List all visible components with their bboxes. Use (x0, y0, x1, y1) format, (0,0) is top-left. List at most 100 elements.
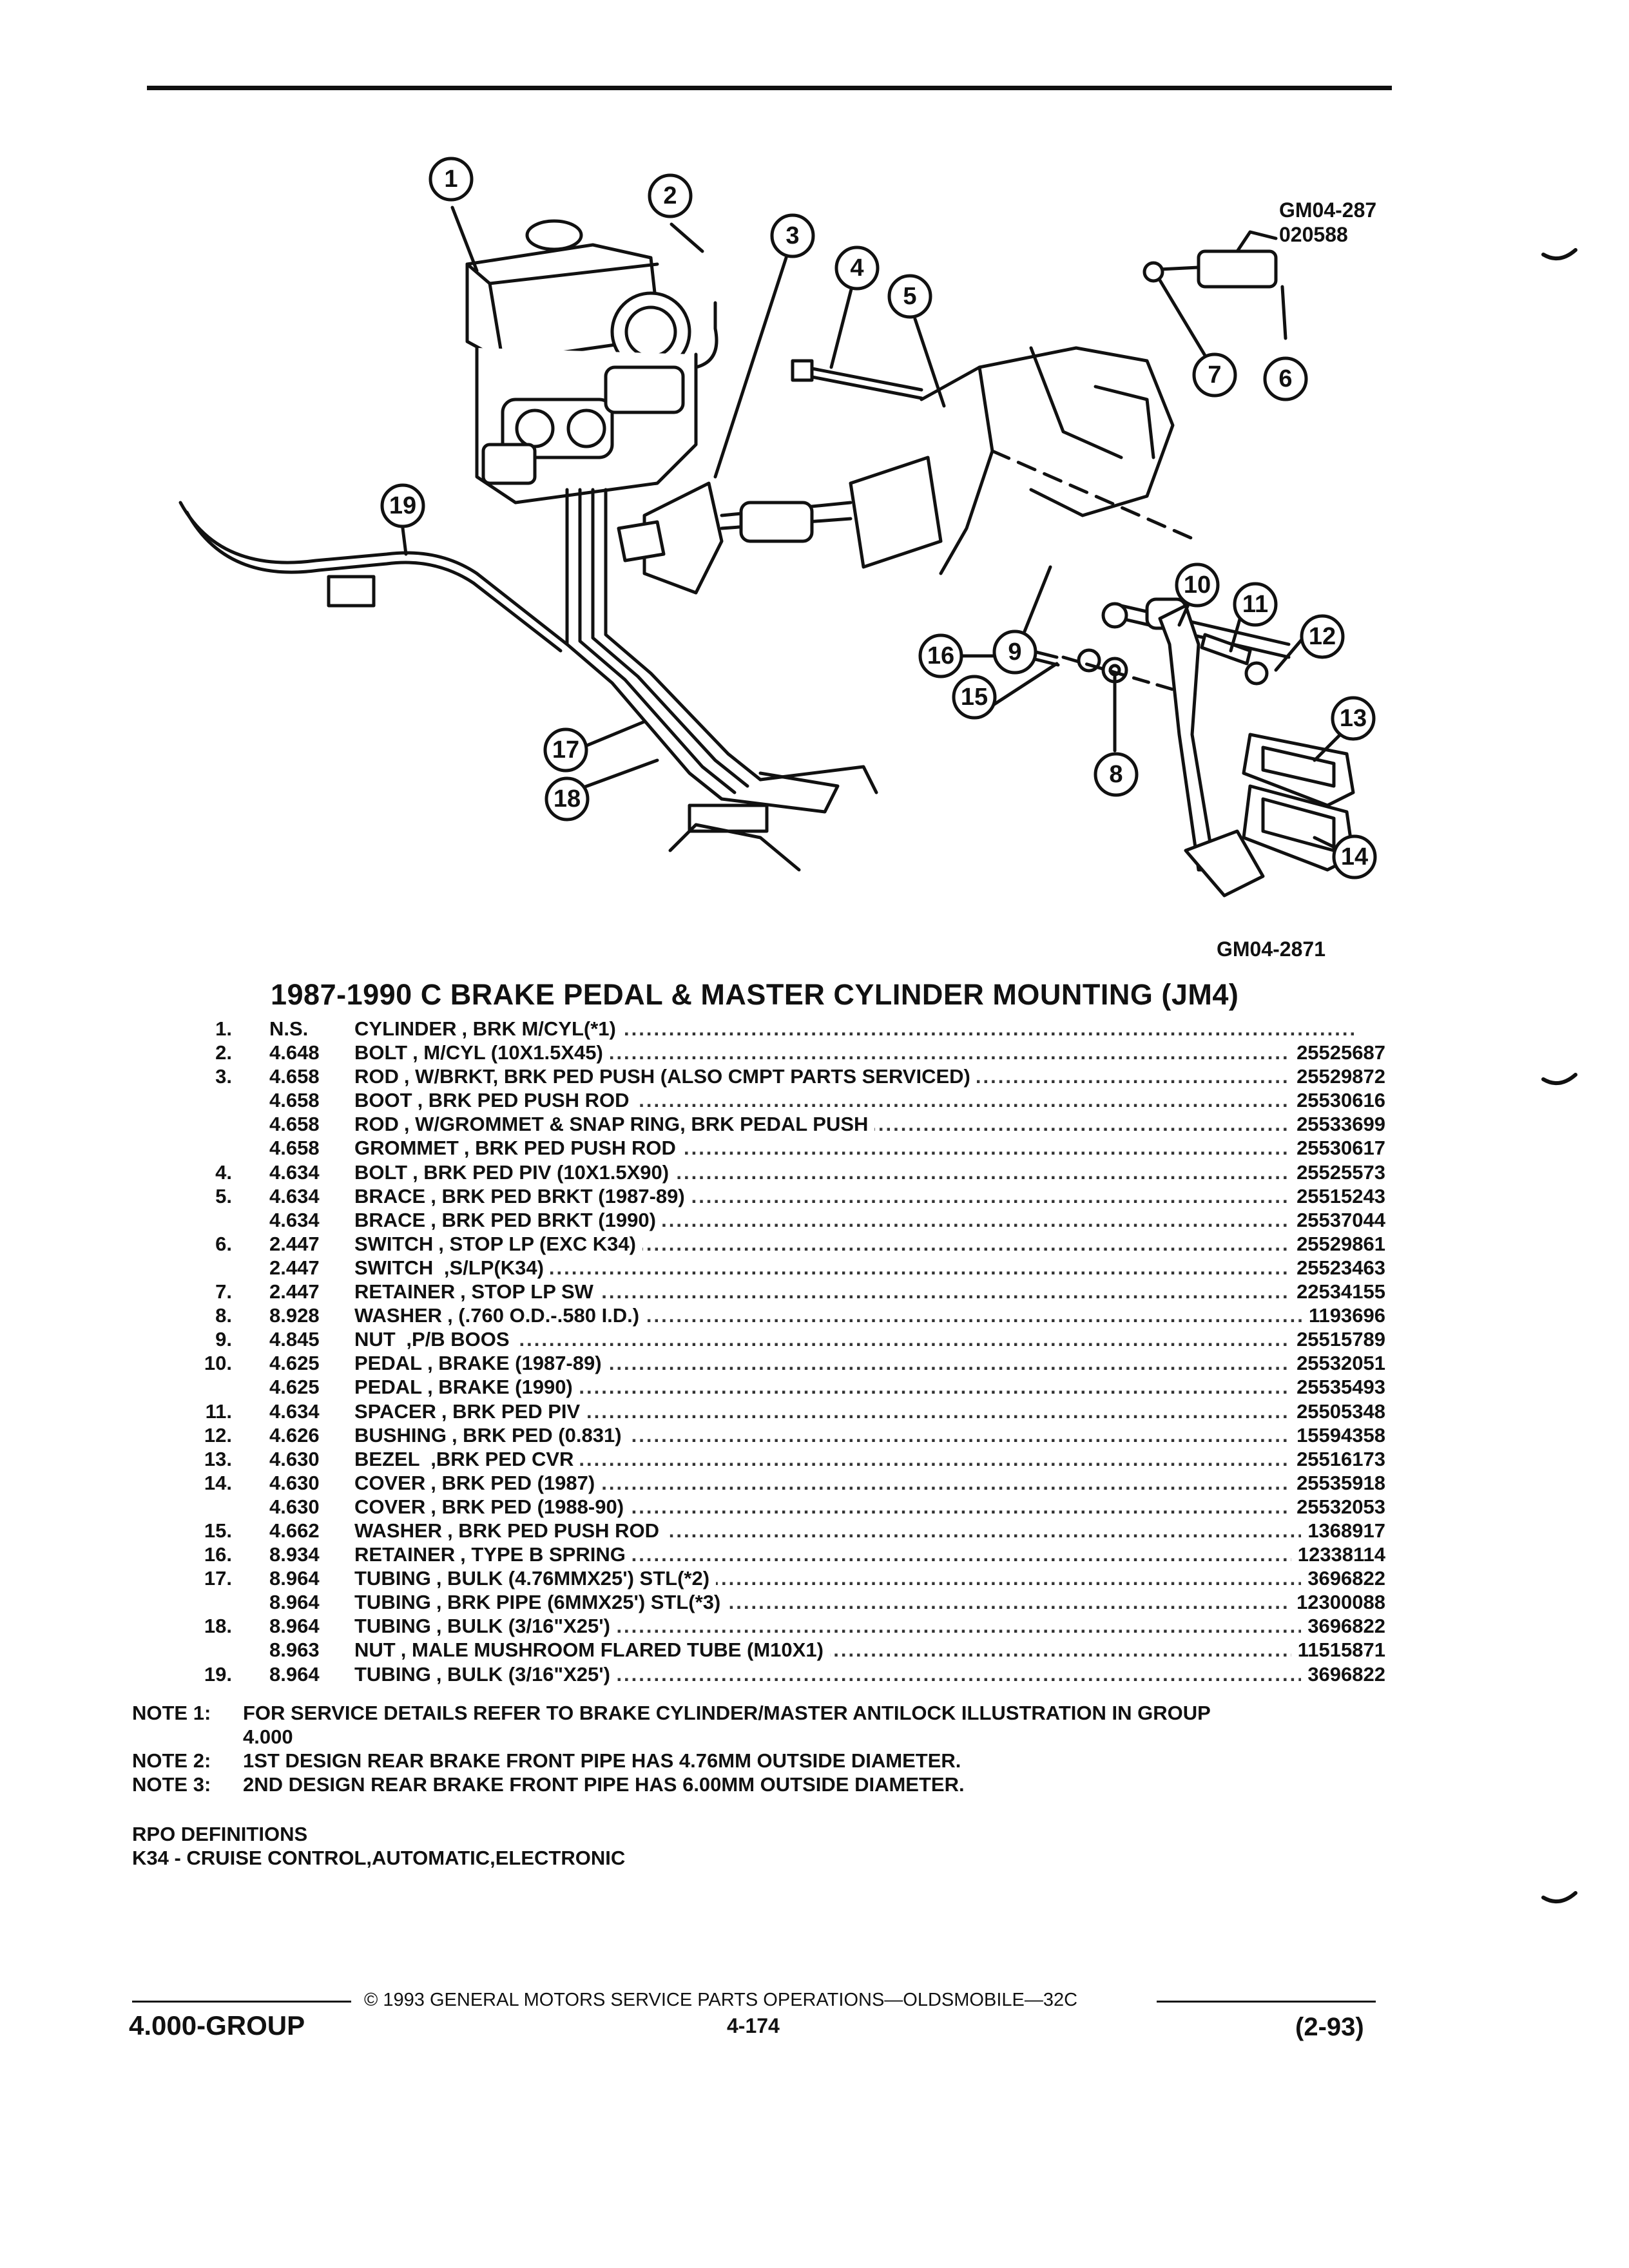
group-number: 2.447 (269, 1232, 320, 1255)
part-description: TUBING, BRK PIPE (6MMX25') STL(*3) (354, 1590, 728, 1615)
part-name: SWITCH (354, 1232, 434, 1255)
part-name: BUSHING (354, 1423, 447, 1446)
note-label: NOTE 2: (132, 1749, 211, 1772)
part-number: 25525573 (1290, 1160, 1385, 1184)
part-number: 25525687 (1290, 1041, 1385, 1065)
item-number: 1. (215, 1017, 232, 1040)
group-number: 2.447 (269, 1256, 320, 1279)
group-number: 4.658 (269, 1065, 320, 1088)
part-number: 12300088 (1290, 1590, 1385, 1615)
parts-row: 4.4.634.................................… (0, 1160, 1629, 1184)
part-detail: , STOP LP SW (460, 1280, 593, 1303)
group-number: N.S. (269, 1017, 309, 1040)
part-detail: , BRK PED (1987) (430, 1471, 595, 1494)
group-number: 4.634 (269, 1160, 320, 1184)
parts-row: 15.4.662................................… (0, 1518, 1629, 1542)
rpo-definition: K34 - CRUISE CONTROL,AUTOMATIC,ELECTRONI… (132, 1847, 626, 1869)
group-number: 4.658 (269, 1137, 320, 1160)
part-name: RETAINER (354, 1280, 456, 1303)
part-name: WASHER (354, 1519, 443, 1542)
svg-text:16: 16 (927, 642, 954, 669)
item-number: 4. (215, 1160, 232, 1184)
parts-row: 4.625...................................… (0, 1375, 1629, 1399)
callout-10: 10 (1175, 562, 1220, 608)
part-description: BUSHING, BRK PED (0.831) (354, 1423, 628, 1447)
item-number: 16. (204, 1543, 232, 1566)
part-detail: , BRAKE (1987-89) (427, 1352, 602, 1375)
stop-lamp-switch (1142, 230, 1278, 289)
svg-text:18: 18 (554, 785, 581, 812)
part-detail: , BULK (3/16"X25') (436, 1615, 610, 1638)
callout-12: 12 (1300, 614, 1345, 659)
part-description: CYLINDER, BRK M/CYL(*1) (354, 1017, 622, 1041)
group-number: 4.658 (269, 1089, 320, 1112)
item-number: 18. (204, 1615, 232, 1638)
part-detail: , W/BRKT, BRK PED PUSH (ALSO CMPT PARTS … (403, 1065, 970, 1088)
parts-row: 8.964...................................… (0, 1590, 1629, 1615)
part-description: BOOT, BRK PED PUSH ROD (354, 1088, 636, 1113)
callout-7: 7 (1192, 352, 1237, 398)
dash-panel (920, 346, 1200, 575)
part-description: BRACE, BRK PED BRKT (1990) (354, 1207, 662, 1232)
group-number: 4.625 (269, 1376, 320, 1399)
copyright-line: © 1993 GENERAL MOTORS SERVICE PARTS OPER… (364, 1990, 1078, 2010)
top-rule (147, 86, 1392, 90)
group-number: 8.964 (269, 1615, 320, 1638)
part-description: GROMMET, BRK PED PUSH ROD (354, 1136, 682, 1160)
callout-19: 19 (380, 483, 425, 528)
item-number: 12. (204, 1423, 232, 1446)
part-detail: , (.760 O.D.-.580 I.D.) (447, 1304, 640, 1327)
part-number: 25533699 (1290, 1112, 1385, 1137)
parts-row: 2.4.648.................................… (0, 1041, 1629, 1065)
item-number: 19. (204, 1662, 232, 1686)
parts-row: 7.2.447.................................… (0, 1280, 1629, 1304)
item-number: 9. (215, 1328, 232, 1351)
item-number: 15. (204, 1519, 232, 1542)
item-number: 14. (204, 1471, 232, 1494)
part-number: 25532053 (1290, 1494, 1385, 1519)
part-detail: , BRK PED BRKT (1987-89) (430, 1184, 685, 1207)
callout-1: 1 (429, 157, 474, 202)
item-number: 5. (215, 1184, 232, 1207)
part-name: TUBING (354, 1615, 431, 1638)
callout-4: 4 (834, 245, 880, 291)
master-cylinder-assembly (465, 219, 718, 505)
part-description: COVER, BRK PED (1987) (354, 1470, 602, 1495)
svg-text:4: 4 (850, 255, 863, 282)
item-number: 10. (204, 1352, 232, 1375)
svg-text:5: 5 (903, 283, 916, 310)
part-description: BEZEL ,BRK PED CVR (354, 1446, 581, 1471)
item-number: 7. (215, 1280, 232, 1303)
item-number: 2. (215, 1041, 232, 1064)
part-name: NUT (354, 1639, 396, 1662)
svg-text:9: 9 (1008, 639, 1021, 666)
part-detail: , BRK PED PIV (10X1.5X90) (412, 1160, 670, 1184)
dot-leader: ........................................… (354, 1328, 1358, 1351)
callout-3: 3 (770, 213, 815, 258)
parts-row: 11.4.634................................… (0, 1399, 1629, 1423)
part-description: PEDAL, BRAKE (1990) (354, 1375, 579, 1399)
svg-text:15: 15 (961, 684, 988, 711)
group-number: 4.634 (269, 1208, 320, 1231)
part-detail: , BRK PED (0.831) (451, 1423, 622, 1446)
svg-text:3: 3 (786, 222, 799, 249)
part-description: RETAINER, STOP LP SW (354, 1280, 600, 1304)
part-number: 25505348 (1290, 1399, 1385, 1423)
diagram-ref-code-bottom: GM04-2871 (1217, 937, 1325, 961)
diagram-ref-code-top-2: 020588 (1279, 223, 1348, 246)
group-number: 4.648 (269, 1041, 320, 1064)
group-number: 4.662 (269, 1519, 320, 1542)
part-name: ROD (354, 1065, 399, 1088)
svg-text:11: 11 (1242, 591, 1268, 618)
part-description: SWITCH, STOP LP (EXC K34) (354, 1231, 642, 1256)
part-number: 25530616 (1290, 1088, 1385, 1113)
part-number: 25523463 (1290, 1255, 1385, 1280)
group-number: 4.630 (269, 1447, 320, 1470)
part-description: SWITCH ,S/LP(K34) (354, 1255, 550, 1280)
part-description: TUBING, BULK (3/16"X25') (354, 1614, 617, 1639)
parts-row: 9.4.845.................................… (0, 1327, 1629, 1352)
item-number: 6. (215, 1232, 232, 1255)
parts-row: 8.8.928.................................… (0, 1303, 1629, 1328)
part-detail: , BRK PIPE (6MMX25') STL(*3) (436, 1591, 721, 1614)
margin-tick (1541, 248, 1577, 261)
